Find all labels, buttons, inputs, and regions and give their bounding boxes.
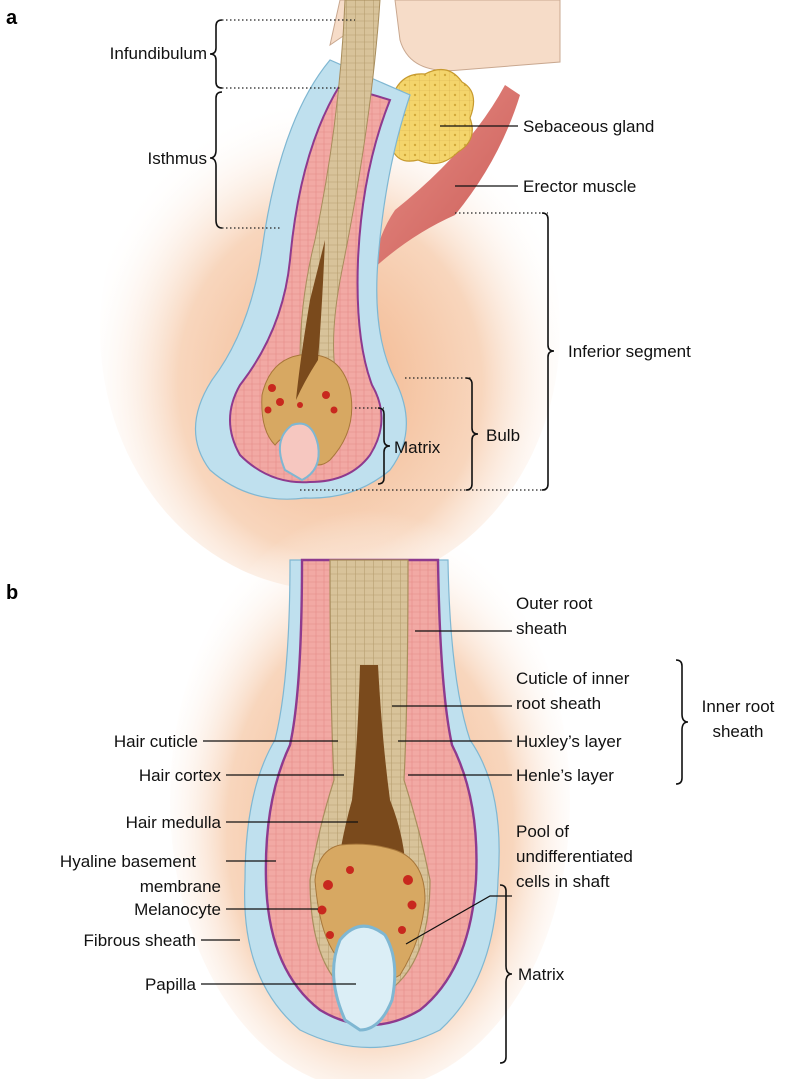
label-cuticle-inner-1: Cuticle of inner xyxy=(516,669,630,688)
label-matrix-b: Matrix xyxy=(518,965,565,984)
label-pool-2: undifferentiated xyxy=(516,847,633,866)
label-cuticle-inner-2: root sheath xyxy=(516,694,601,713)
panel-b-illustration xyxy=(170,510,570,1079)
label-bulb: Bulb xyxy=(486,426,520,445)
label-pool-1: Pool of xyxy=(516,822,569,841)
label-outer-root-sheath-2: sheath xyxy=(516,619,567,638)
papilla-b xyxy=(334,926,395,1030)
epidermis-fold xyxy=(395,0,560,71)
label-inferior-segment: Inferior segment xyxy=(568,342,691,361)
label-inner-root-sheath-2: sheath xyxy=(712,722,763,741)
brace-infundibulum xyxy=(210,20,222,88)
label-erector-muscle: Erector muscle xyxy=(523,177,636,196)
label-hair-cortex: Hair cortex xyxy=(139,766,222,785)
label-isthmus: Isthmus xyxy=(147,149,207,168)
label-outer-root-sheath-1: Outer root xyxy=(516,594,593,613)
label-infundibulum: Infundibulum xyxy=(110,44,207,63)
label-sebaceous-gland: Sebaceous gland xyxy=(523,117,654,136)
label-hyaline-1: Hyaline basement xyxy=(60,852,196,871)
label-fibrous-sheath: Fibrous sheath xyxy=(84,931,196,950)
label-henle: Henle’s layer xyxy=(516,766,614,785)
label-pool-3: cells in shaft xyxy=(516,872,610,891)
label-papilla: Papilla xyxy=(145,975,197,994)
panel-a-letter: a xyxy=(6,7,18,29)
label-hyaline-2: membrane xyxy=(140,877,221,896)
label-huxley: Huxley’s layer xyxy=(516,732,622,751)
label-matrix-a: Matrix xyxy=(394,438,441,457)
label-hair-medulla: Hair medulla xyxy=(126,813,222,832)
label-hair-cuticle: Hair cuticle xyxy=(114,732,198,751)
papilla xyxy=(280,424,319,480)
label-inner-root-sheath-1: Inner root xyxy=(702,697,775,716)
brace-inner-root-sheath xyxy=(676,660,688,784)
label-melanocyte: Melanocyte xyxy=(134,900,221,919)
panel-b-letter: b xyxy=(6,582,18,604)
